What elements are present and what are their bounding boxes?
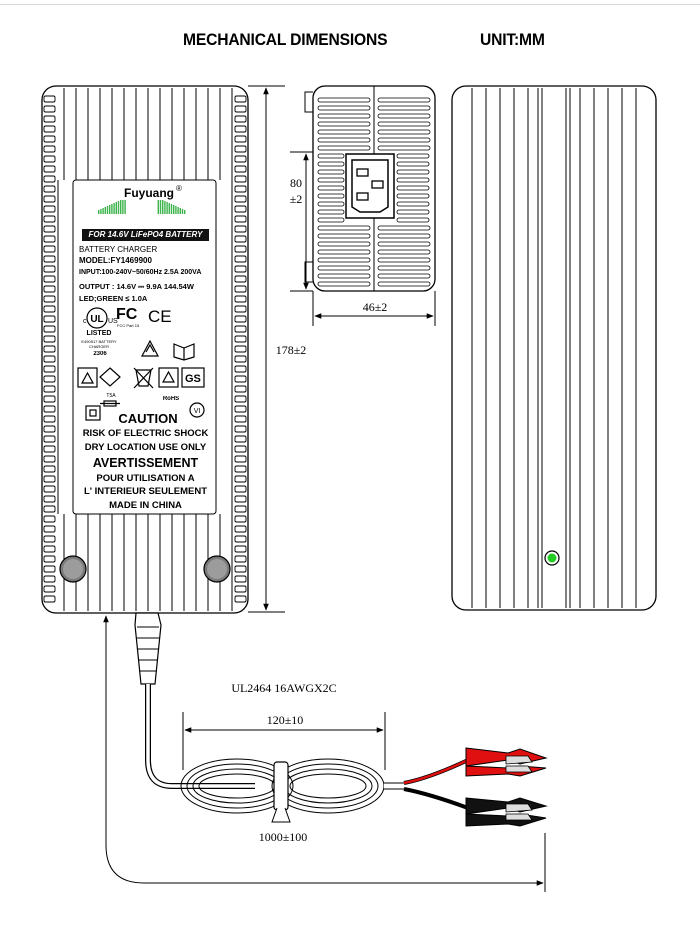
length-value: 178±2	[272, 343, 310, 357]
brand-logo-bars	[98, 198, 186, 214]
coil-length-value: 120±10	[264, 713, 306, 727]
drawing-title: MECHANICAL DIMENSIONS	[183, 30, 388, 49]
caution-line-1: RISK OF ELECTRIC SHOCK	[77, 428, 214, 440]
double-insulation-icon	[99, 367, 121, 387]
gs-mark-icon: GS	[181, 367, 205, 388]
svg-text:FCC Part 15: FCC Part 15	[117, 323, 140, 328]
input-rating: INPUT:100-240V~50/60Hz 2.5A 200VA	[79, 269, 214, 279]
battery-banner: FOR 14.6V LiFePO4 BATTERY	[88, 230, 203, 239]
side-ribs	[317, 97, 431, 287]
output-rating: OUTPUT : 14.6V ⎓ 9.9A 144.54W	[79, 282, 214, 292]
banner-bar	[82, 229, 209, 241]
svg-text:UL: UL	[90, 314, 103, 325]
side-height-value: 80	[288, 176, 304, 190]
back-housing	[451, 85, 657, 611]
cable-length-value: 1000±100	[254, 830, 312, 844]
front-side-teeth	[43, 95, 247, 603]
lead-wires	[384, 758, 469, 810]
svg-text:FC: FC	[116, 306, 138, 323]
avertissement-line-1: POUR UTILISATION A	[77, 473, 214, 485]
svg-text:GS: GS	[185, 373, 201, 385]
side-height-tolerance: ±2	[288, 192, 304, 206]
made-in-label: MADE IN CHINA	[77, 500, 214, 512]
avertissement-title: AVERTISSEMENT	[77, 456, 214, 471]
dimension-lines	[103, 85, 546, 892]
cert-marks: UL c US FC FCC Part 15 CE	[77, 306, 205, 421]
black-clip	[465, 797, 548, 827]
caution-line-2: DRY LOCATION USE ONLY	[77, 442, 214, 454]
avertissement-line-2: L' INTERIEUR SEULEMENT	[77, 486, 214, 498]
front-ribs	[57, 88, 233, 611]
class-ii-square-icon	[85, 405, 101, 421]
fuse-rating: T5A	[106, 393, 116, 399]
cable-spec: UL2464 16AWGX2C	[225, 681, 343, 696]
side-view	[304, 85, 436, 292]
svg-text:VI: VI	[194, 408, 201, 415]
unit-label: UNIT:MM	[480, 30, 545, 49]
weee-bin-icon	[133, 367, 154, 389]
caution-title: CAUTION	[107, 411, 189, 426]
svg-text:US: US	[108, 318, 118, 325]
manual-book-icon	[173, 343, 195, 361]
model-number: MODEL:FY1469900	[79, 256, 211, 266]
rohs-text: RoHS	[160, 396, 182, 405]
ce-icon: CE	[148, 307, 172, 326]
red-clip	[465, 747, 548, 777]
top-rule	[0, 4, 700, 5]
green-led-icon	[547, 553, 557, 563]
cable-coil	[180, 758, 385, 823]
fuse-icon	[100, 400, 120, 407]
product-type: BATTERY CHARGER	[79, 245, 211, 255]
strain-relief	[134, 612, 162, 685]
side-width-value: 46±2	[355, 300, 395, 314]
svg-text:c: c	[83, 318, 87, 325]
led-rating: LED;GREEN ≤ 1.0A	[79, 294, 211, 304]
fcc-icon: FC FCC Part 15	[116, 306, 140, 328]
ul-file-number: E490517 BATTERY CHARGER	[78, 339, 120, 350]
svg-text:CE: CE	[148, 307, 172, 326]
rcm-icon	[141, 339, 159, 357]
trademark-symbol: ®	[176, 184, 182, 193]
efficiency-level-icon: VI	[189, 402, 205, 418]
ul-listed-text: LISTED	[84, 330, 114, 339]
brand-name: Fuyuang	[112, 186, 186, 200]
back-ribs	[471, 88, 637, 608]
energy-mark-icon	[158, 367, 179, 388]
back-view	[451, 85, 657, 611]
ul-date-code: 2306	[88, 351, 112, 359]
ul-icon: UL c US	[83, 307, 118, 329]
safety-mark-icon	[77, 367, 98, 388]
